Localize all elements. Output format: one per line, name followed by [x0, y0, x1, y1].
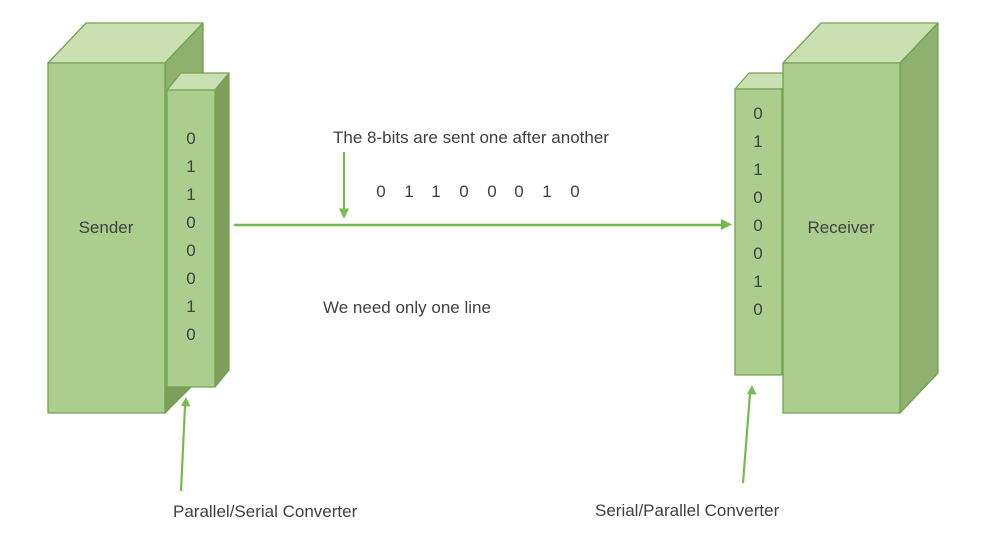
serial-bit-6: 1	[542, 182, 551, 201]
transmission-channel: The 8-bits are sent one after another 0 …	[234, 128, 732, 317]
sender-bit-7: 0	[186, 325, 195, 344]
sender-converter-bits: 0 1 1 0 0 0 1 0	[186, 129, 195, 344]
serial-bit-4: 0	[487, 182, 496, 201]
sender-converter-callout: Parallel/Serial Converter	[173, 397, 358, 521]
transmission-arrow-head-icon	[721, 219, 732, 230]
sender-bit-1: 1	[186, 157, 195, 176]
receiver-converter-arrow-shaft	[741, 393, 752, 484]
receiver-box-front-face	[782, 62, 901, 414]
serial-bit-stream: 0 1 1 0 0 0 1 0	[376, 182, 579, 201]
receiver-bit-7: 0	[753, 300, 762, 319]
sender-converter-box: 0 1 1 0 0 0 1 0	[166, 72, 230, 388]
sender-bit-3: 0	[186, 213, 195, 232]
receiver-bit-5: 0	[753, 244, 762, 263]
sender-converter-arrow-shaft	[179, 405, 187, 492]
receiver-converter-callout: Serial/Parallel Converter	[595, 385, 780, 520]
receiver-bit-1: 1	[753, 132, 762, 151]
serial-bit-0: 0	[376, 182, 385, 201]
serial-bit-5: 0	[514, 182, 523, 201]
receiver-converter-box: 0 1 1 0 0 0 1 0	[734, 72, 797, 376]
receiver-bit-3: 0	[753, 188, 762, 207]
receiver-converter-bits: 0 1 1 0 0 0 1 0	[753, 104, 762, 319]
sender-bit-6: 1	[186, 297, 195, 316]
receiver-label: Receiver	[807, 218, 874, 237]
receiver-box-side-face	[899, 22, 939, 414]
receiver-converter-label: Serial/Parallel Converter	[595, 501, 780, 520]
sender-bit-0: 0	[186, 129, 195, 148]
receiver-bit-4: 0	[753, 216, 762, 235]
serial-bit-1: 1	[404, 182, 413, 201]
receiver-converter-front-face	[734, 88, 783, 376]
channel-note: We need only one line	[323, 298, 491, 317]
sender-bit-2: 1	[186, 185, 195, 204]
receiver-bit-6: 1	[753, 272, 762, 291]
sender-converter-arrow-head-icon	[181, 397, 191, 407]
receiver-converter-arrow-head-icon	[747, 385, 757, 395]
sender-label: Sender	[79, 218, 134, 237]
sender-converter-front-face	[166, 89, 216, 388]
channel-caption: The 8-bits are sent one after another	[333, 128, 609, 147]
sender-box-front-face	[47, 62, 166, 414]
serial-bit-2: 1	[431, 182, 440, 201]
receiver-bit-2: 1	[753, 160, 762, 179]
sender-converter-side-face	[214, 72, 230, 388]
sender-side-shadow	[164, 387, 191, 414]
receiver-box: Receiver	[782, 22, 939, 414]
caption-arrow	[339, 152, 349, 219]
serial-bit-3: 0	[459, 182, 468, 201]
caption-arrow-head-icon	[339, 208, 349, 219]
sender-bit-4: 0	[186, 241, 195, 260]
sender-bit-5: 0	[186, 269, 195, 288]
transmission-line-arrow	[234, 219, 732, 230]
sender-converter-label: Parallel/Serial Converter	[173, 502, 358, 521]
serial-bit-7: 0	[570, 182, 579, 201]
receiver-bit-0: 0	[753, 104, 762, 123]
